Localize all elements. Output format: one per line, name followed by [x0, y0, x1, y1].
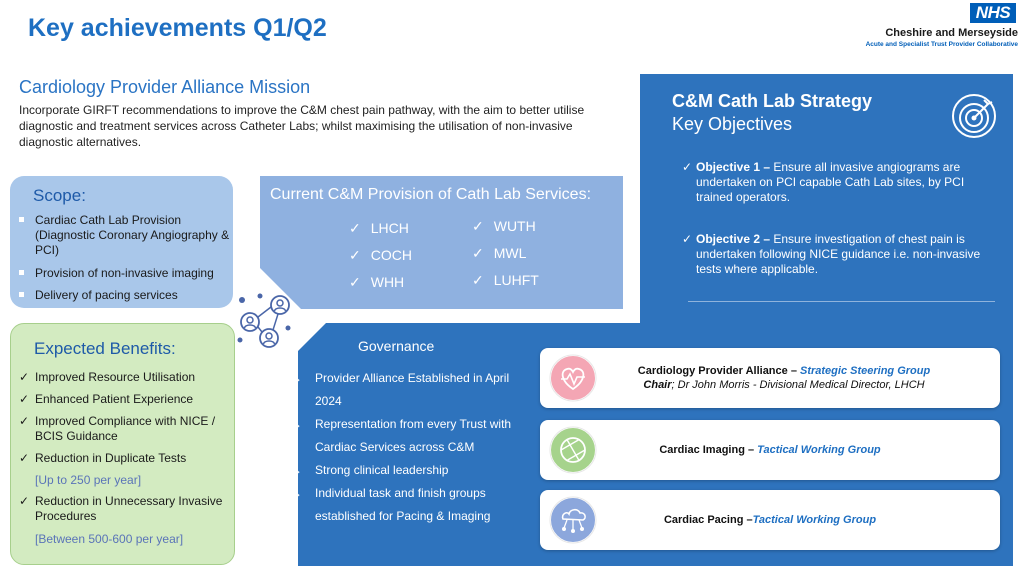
page-title: Key achievements Q1/Q2	[28, 14, 327, 42]
benefit-item: ✓Improved Compliance with NICE / BCIS Gu…	[19, 414, 216, 443]
group-card-pacing-text: Cardiac Pacing –Tactical Working Group	[663, 514, 877, 526]
strategy-panel	[640, 74, 1013, 566]
bullet-square-icon	[19, 270, 24, 275]
nhs-logo: NHS	[970, 3, 1016, 23]
objective-text: Ensure investigation of chest pain is un…	[696, 232, 981, 276]
site-item: ✓MWL	[472, 245, 527, 261]
check-icon: ✓	[19, 414, 30, 428]
site-item: ✓LUHFT	[472, 272, 539, 288]
benefit-note: [Between 500-600 per year]	[35, 532, 184, 546]
scope-title: Scope:	[33, 186, 86, 205]
scope-item: Cardiac Cath Lab Provision (Diagnostic C…	[19, 213, 233, 258]
target-icon	[952, 94, 996, 138]
check-icon: ✓	[472, 245, 484, 261]
scope-item: Provision of non-invasive imaging	[19, 266, 233, 281]
objective-1: ✓ Objective 1 – Ensure all invasive angi…	[682, 160, 1000, 205]
benefits-box	[10, 323, 235, 565]
people-network-icon	[237, 293, 291, 348]
governance-item: → Strong clinical leadership	[290, 459, 530, 482]
objective-2: ✓ Objective 2 – Ensure investigation of …	[682, 232, 1000, 277]
objective-text: Ensure all invasive angiograms are under…	[696, 160, 965, 204]
check-icon: ✓	[349, 220, 361, 236]
governance-item: → Individual task and finish groups esta…	[290, 482, 530, 528]
org-name: Cheshire and Merseyside	[885, 27, 1018, 39]
check-icon: ✓	[19, 392, 30, 406]
arrow-right-icon: →	[290, 486, 302, 500]
provision-title: Current C&M Provision of Cath Lab Servic…	[270, 186, 592, 203]
camera-aperture-icon	[549, 426, 597, 474]
benefits-title: Expected Benefits:	[34, 339, 176, 358]
governance-notch	[298, 323, 326, 351]
provision-box	[260, 176, 623, 309]
arrow-right-icon: →	[290, 371, 302, 385]
org-subtitle: Acute and Specialist Trust Provider Coll…	[865, 41, 1018, 48]
group-card-pacing	[540, 490, 1000, 550]
benefit-note: [Up to 250 per year]	[35, 473, 142, 487]
mission-text: Incorporate GIRFT recommendations to imp…	[19, 103, 585, 149]
group-card-imaging	[540, 420, 1000, 480]
check-icon: ✓	[349, 274, 361, 290]
site-item: ✓LHCH	[349, 220, 409, 236]
objective-label: Objective 2 –	[696, 232, 771, 246]
check-icon: ✓	[472, 272, 484, 288]
heart-pulse-icon	[549, 354, 597, 402]
check-icon: ✓	[19, 494, 30, 508]
arrow-right-icon: →	[290, 417, 302, 431]
scope-item: Delivery of pacing services	[19, 288, 233, 303]
arrow-right-icon: →	[290, 463, 302, 477]
cloud-network-icon	[549, 496, 597, 544]
bullet-square-icon	[19, 292, 24, 297]
check-icon: ✓	[349, 247, 361, 263]
site-item: ✓WHH	[349, 274, 405, 290]
check-icon: ✓	[472, 218, 484, 234]
mission-title: Cardiology Provider Alliance Mission	[19, 77, 311, 97]
check-icon: ✓	[682, 232, 693, 246]
strategy-subtitle: Key Objectives	[672, 114, 793, 134]
group-card-imaging-text: Cardiac Imaging – Tactical Working Group	[659, 444, 881, 456]
group-card-steering	[540, 348, 1000, 408]
benefit-item: ✓Reduction in Duplicate Tests	[19, 451, 187, 465]
site-item: ✓COCH	[349, 247, 412, 263]
check-icon: ✓	[682, 160, 693, 174]
check-icon: ✓	[19, 370, 30, 384]
governance-item: → Representation from every Trust with C…	[290, 413, 530, 459]
check-icon: ✓	[19, 451, 30, 465]
benefit-item: ✓Enhanced Patient Experience	[19, 392, 194, 406]
site-item: ✓WUTH	[472, 218, 536, 234]
scope-box	[10, 176, 233, 308]
group-card-steering-text: Cardiology Provider Alliance – Strategic…	[637, 365, 931, 391]
objective-label: Objective 1 –	[696, 160, 771, 174]
benefit-item: ✓Improved Resource Utilisation	[19, 370, 196, 384]
divider	[688, 301, 995, 302]
bullet-square-icon	[19, 217, 24, 222]
benefit-item: ✓Reduction in Unnecessary Invasive Proce…	[19, 494, 223, 523]
governance-item: → Provider Alliance Established in April…	[290, 367, 530, 413]
governance-title: Governance	[358, 338, 435, 354]
strategy-title: C&M Cath Lab Strategy	[672, 91, 873, 111]
